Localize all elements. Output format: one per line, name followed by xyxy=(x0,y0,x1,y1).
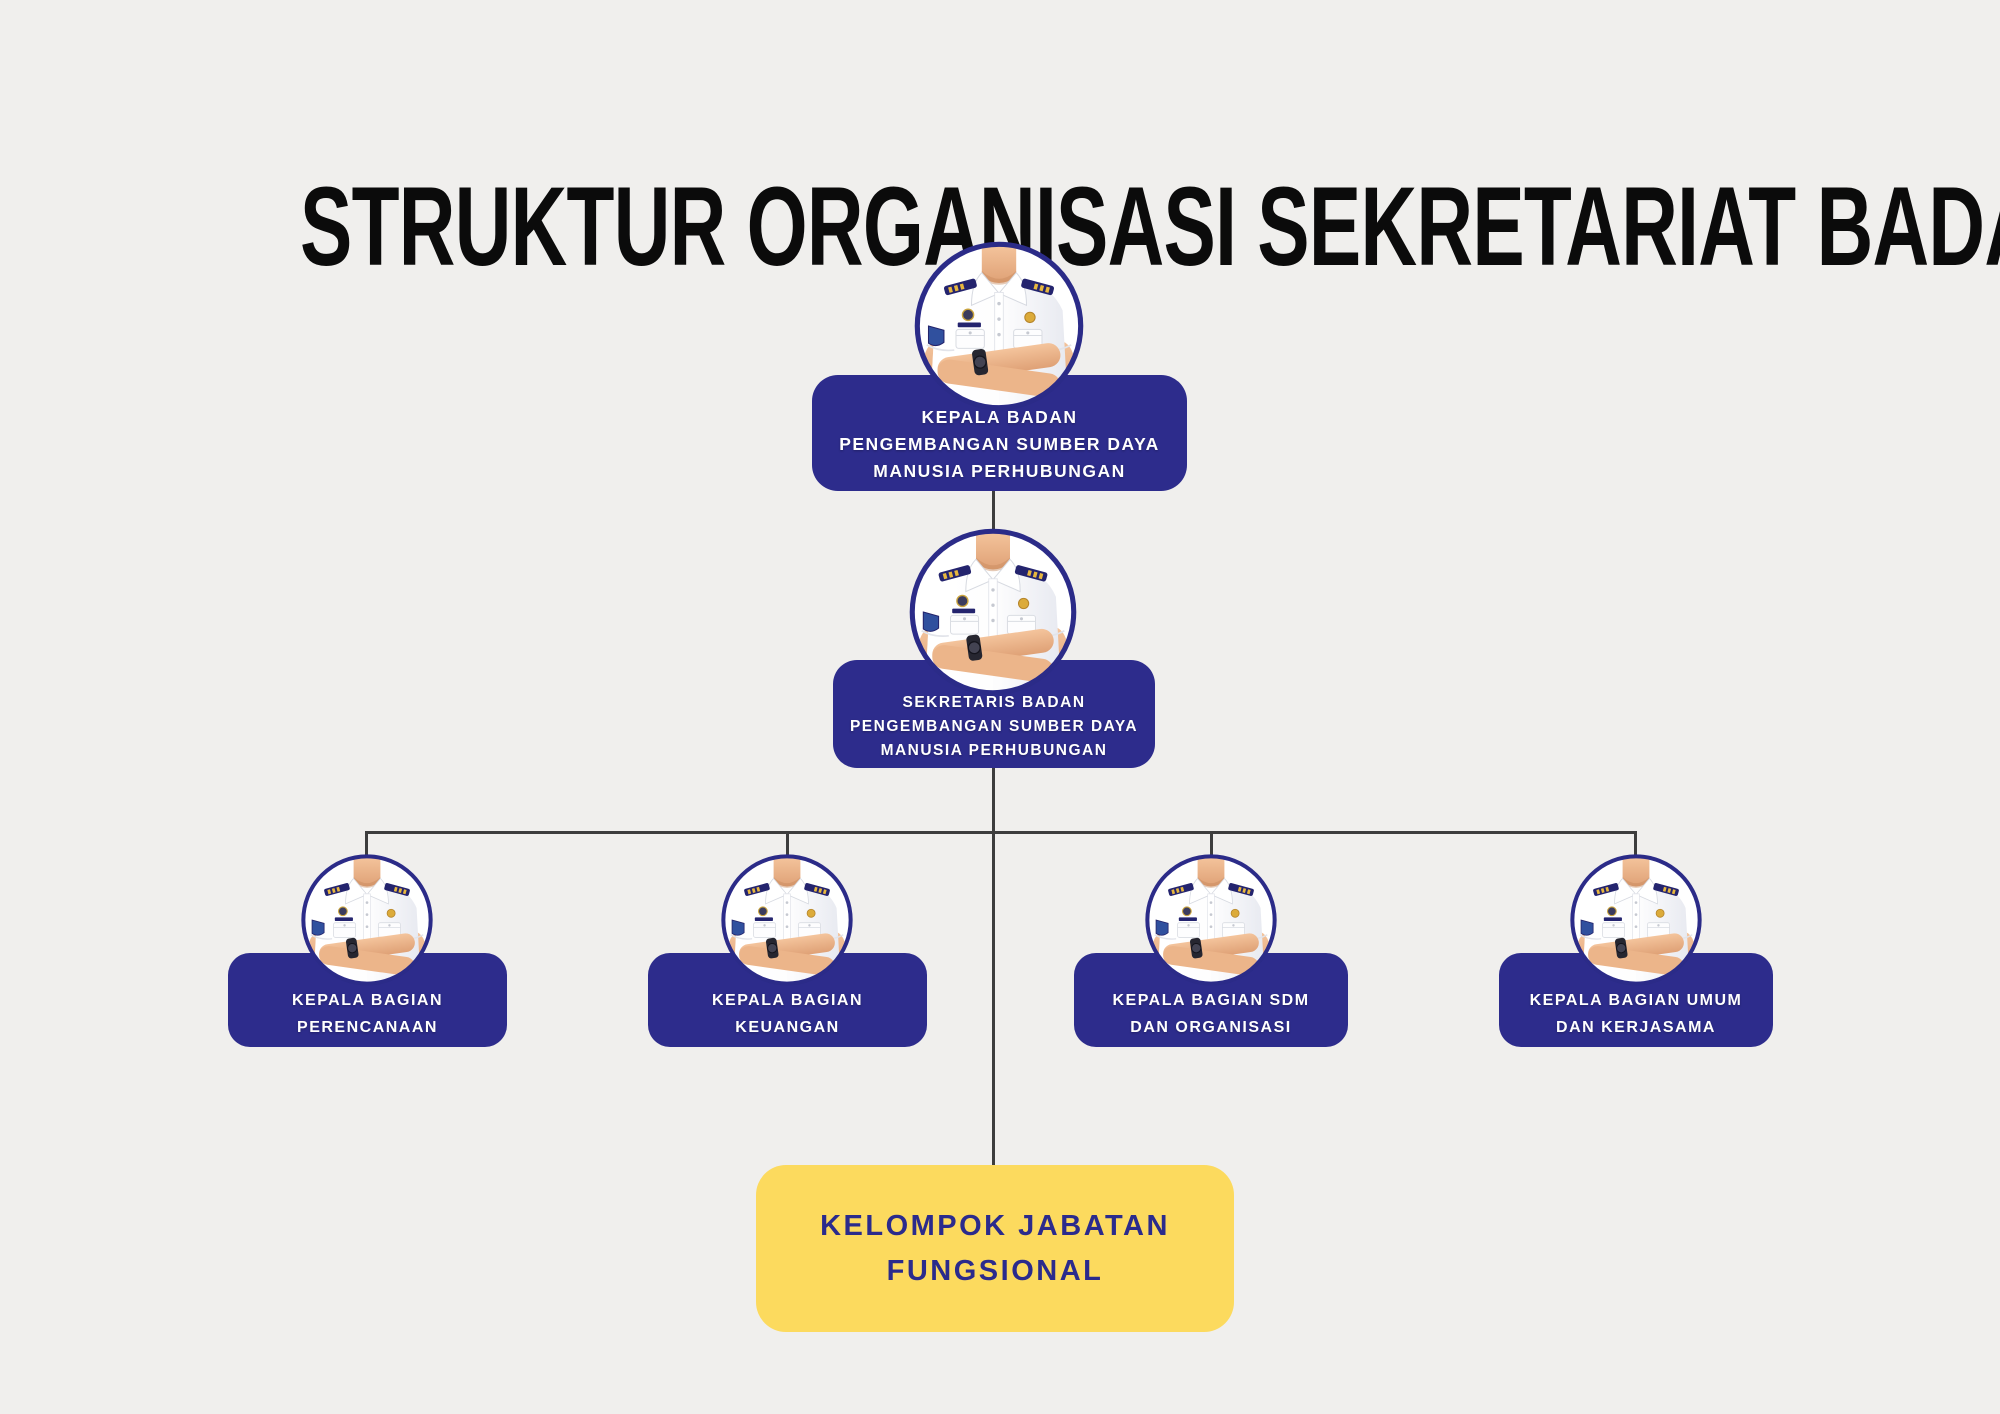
connector-stub-umum xyxy=(1634,831,1637,855)
officer-avatar xyxy=(300,853,434,987)
node-label-line: DAN ORGANISASI xyxy=(1130,1019,1292,1036)
node-label-line: FUNGSIONAL xyxy=(886,1254,1104,1287)
officer-avatar xyxy=(720,853,854,987)
officer-avatar xyxy=(1569,853,1703,987)
officer-avatar xyxy=(1144,853,1278,987)
node-label-line: DAN KERJASAMA xyxy=(1556,1019,1716,1036)
node-label-line: KEUANGAN xyxy=(735,1019,840,1036)
node-label-line: PENGEMBANGAN SUMBER DAYA xyxy=(849,718,1139,735)
page-title: STRUKTUR ORGANISASI SEKRETARIAT BADAN xyxy=(300,164,2000,290)
officer-avatar xyxy=(908,527,1078,697)
connector-root-to-secretary xyxy=(992,491,995,529)
connector-stub-keuangan xyxy=(786,831,789,855)
node-label-line: KELOMPOK JABATAN xyxy=(820,1209,1170,1242)
node-label-line: MANUSIA PERHUBUNGAN xyxy=(873,461,1126,481)
node-label-line: PERENCANAAN xyxy=(297,1019,438,1036)
connector-stub-sdm xyxy=(1210,831,1213,855)
node-label-line: KEPALA BAGIAN xyxy=(711,992,864,1009)
connector-stub-perencanaan xyxy=(365,831,368,855)
connector-secretary-to-functional xyxy=(992,768,995,1165)
node-label-line: KEPALA BAGIAN UMUM xyxy=(1529,992,1743,1009)
node-label-line: MANUSIA PERHUBUNGAN xyxy=(880,742,1108,759)
node-kelompok-jabatan-fungsional: KELOMPOK JABATAN FUNGSIONAL xyxy=(756,1165,1234,1332)
node-sekretaris-badan: SEKRETARIS BADAN PENGEMBANGAN SUMBER DAY… xyxy=(833,660,1155,768)
node-label-line: KEPALA BADAN xyxy=(921,407,1078,427)
connector-children-horizontal xyxy=(366,831,1636,834)
node-label-line: SEKRETARIS BADAN xyxy=(902,694,1086,711)
officer-avatar xyxy=(913,240,1085,412)
node-label-line: KEPALA BAGIAN SDM xyxy=(1112,992,1310,1009)
node-label-line: PENGEMBANGAN SUMBER DAYA xyxy=(839,434,1160,454)
node-label-line: KEPALA BAGIAN xyxy=(291,992,444,1009)
